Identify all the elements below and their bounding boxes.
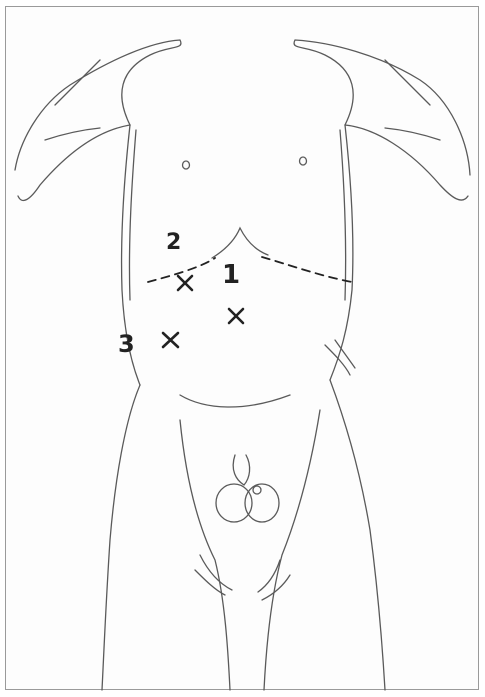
left-hind-leg-inner bbox=[180, 420, 230, 690]
testicle-left bbox=[216, 484, 252, 522]
right-foreleg-inner bbox=[345, 125, 468, 200]
right-hind-leg-outer bbox=[330, 380, 385, 690]
left-foreleg-inner bbox=[18, 125, 130, 200]
site-label-1: 1 bbox=[222, 262, 240, 288]
scrotal-hatching bbox=[195, 555, 290, 600]
right-leg-crease bbox=[325, 340, 355, 375]
right-foreleg-outline bbox=[294, 40, 470, 175]
left-foreleg-outline bbox=[15, 40, 181, 170]
left-nipple bbox=[183, 161, 190, 169]
right-hind-leg-inner bbox=[264, 410, 320, 690]
puncture-marker-3 bbox=[163, 333, 178, 347]
puncture-marker-1 bbox=[229, 309, 243, 323]
right-body-side bbox=[330, 125, 353, 380]
penile-sheath bbox=[233, 455, 249, 485]
right-body-side-2 bbox=[340, 130, 346, 300]
puncture-marker-2 bbox=[178, 276, 192, 290]
preputial-opening bbox=[253, 486, 261, 494]
xiphoid-point bbox=[212, 228, 268, 258]
right-foreleg-sketch bbox=[385, 60, 440, 140]
left-hind-leg-outer bbox=[102, 385, 140, 690]
right-nipple bbox=[300, 157, 307, 165]
left-body-side-2 bbox=[129, 130, 136, 300]
site-label-2: 2 bbox=[166, 232, 181, 254]
site-label-3: 3 bbox=[118, 332, 135, 356]
abdomen-lower-curve bbox=[180, 395, 290, 407]
testicle-right bbox=[245, 484, 279, 522]
